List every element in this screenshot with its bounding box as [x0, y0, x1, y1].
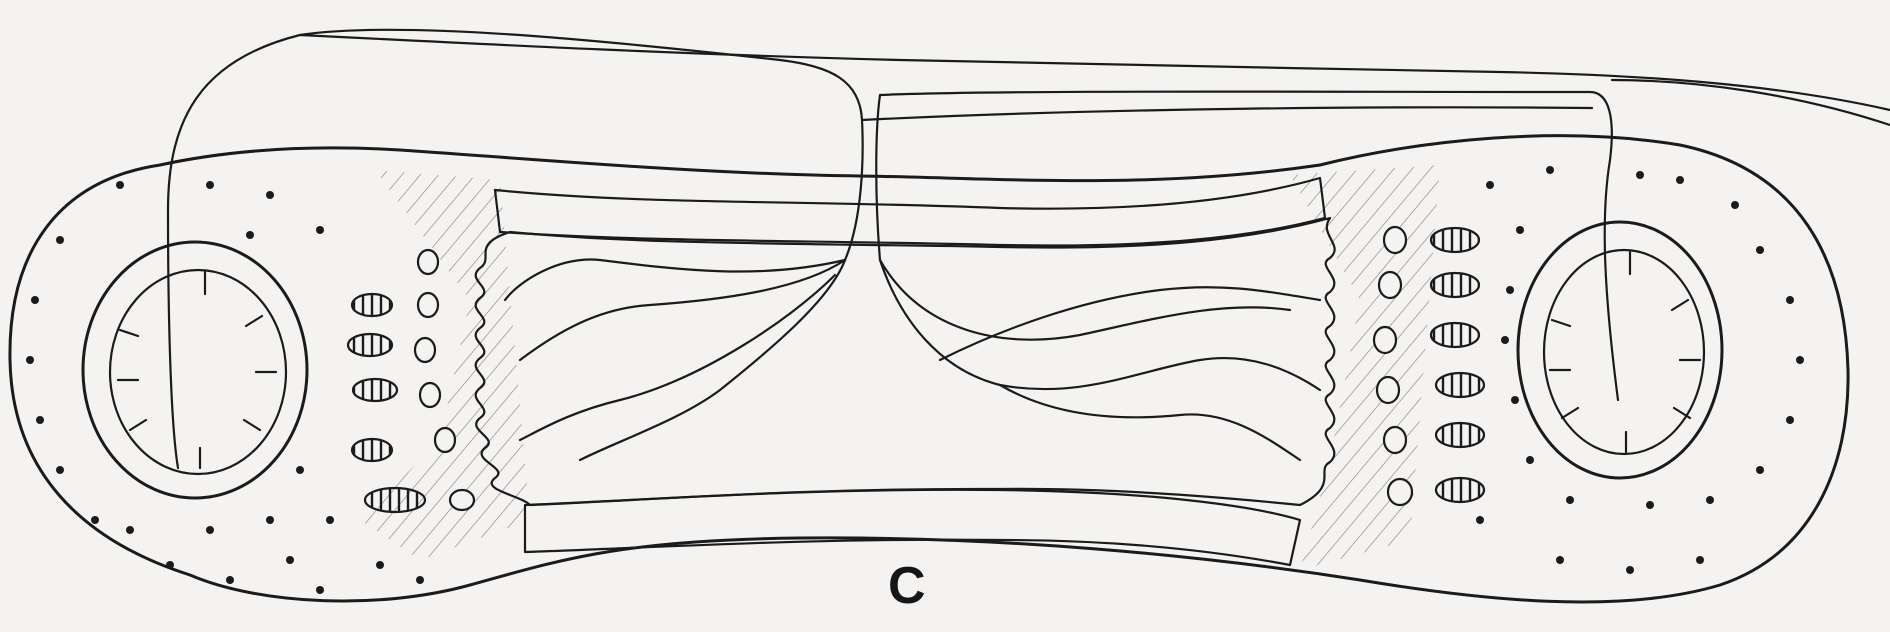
right-dots [1476, 166, 1804, 574]
branching-fibers [505, 260, 1320, 460]
left-ring-outer [83, 242, 307, 498]
left-ring-villi [118, 272, 276, 468]
right-ring-inner [1544, 250, 1704, 454]
panel-label: C [888, 560, 926, 612]
lower-hatched-band [525, 490, 1300, 565]
upper-hatched-band [495, 178, 1325, 246]
upper-tube-top [300, 35, 1890, 110]
right-shaded-zone [1290, 165, 1440, 570]
upper-tube-edge [862, 80, 1890, 125]
right-ring-villi [1550, 252, 1700, 452]
right-ring-outer [1518, 222, 1722, 478]
